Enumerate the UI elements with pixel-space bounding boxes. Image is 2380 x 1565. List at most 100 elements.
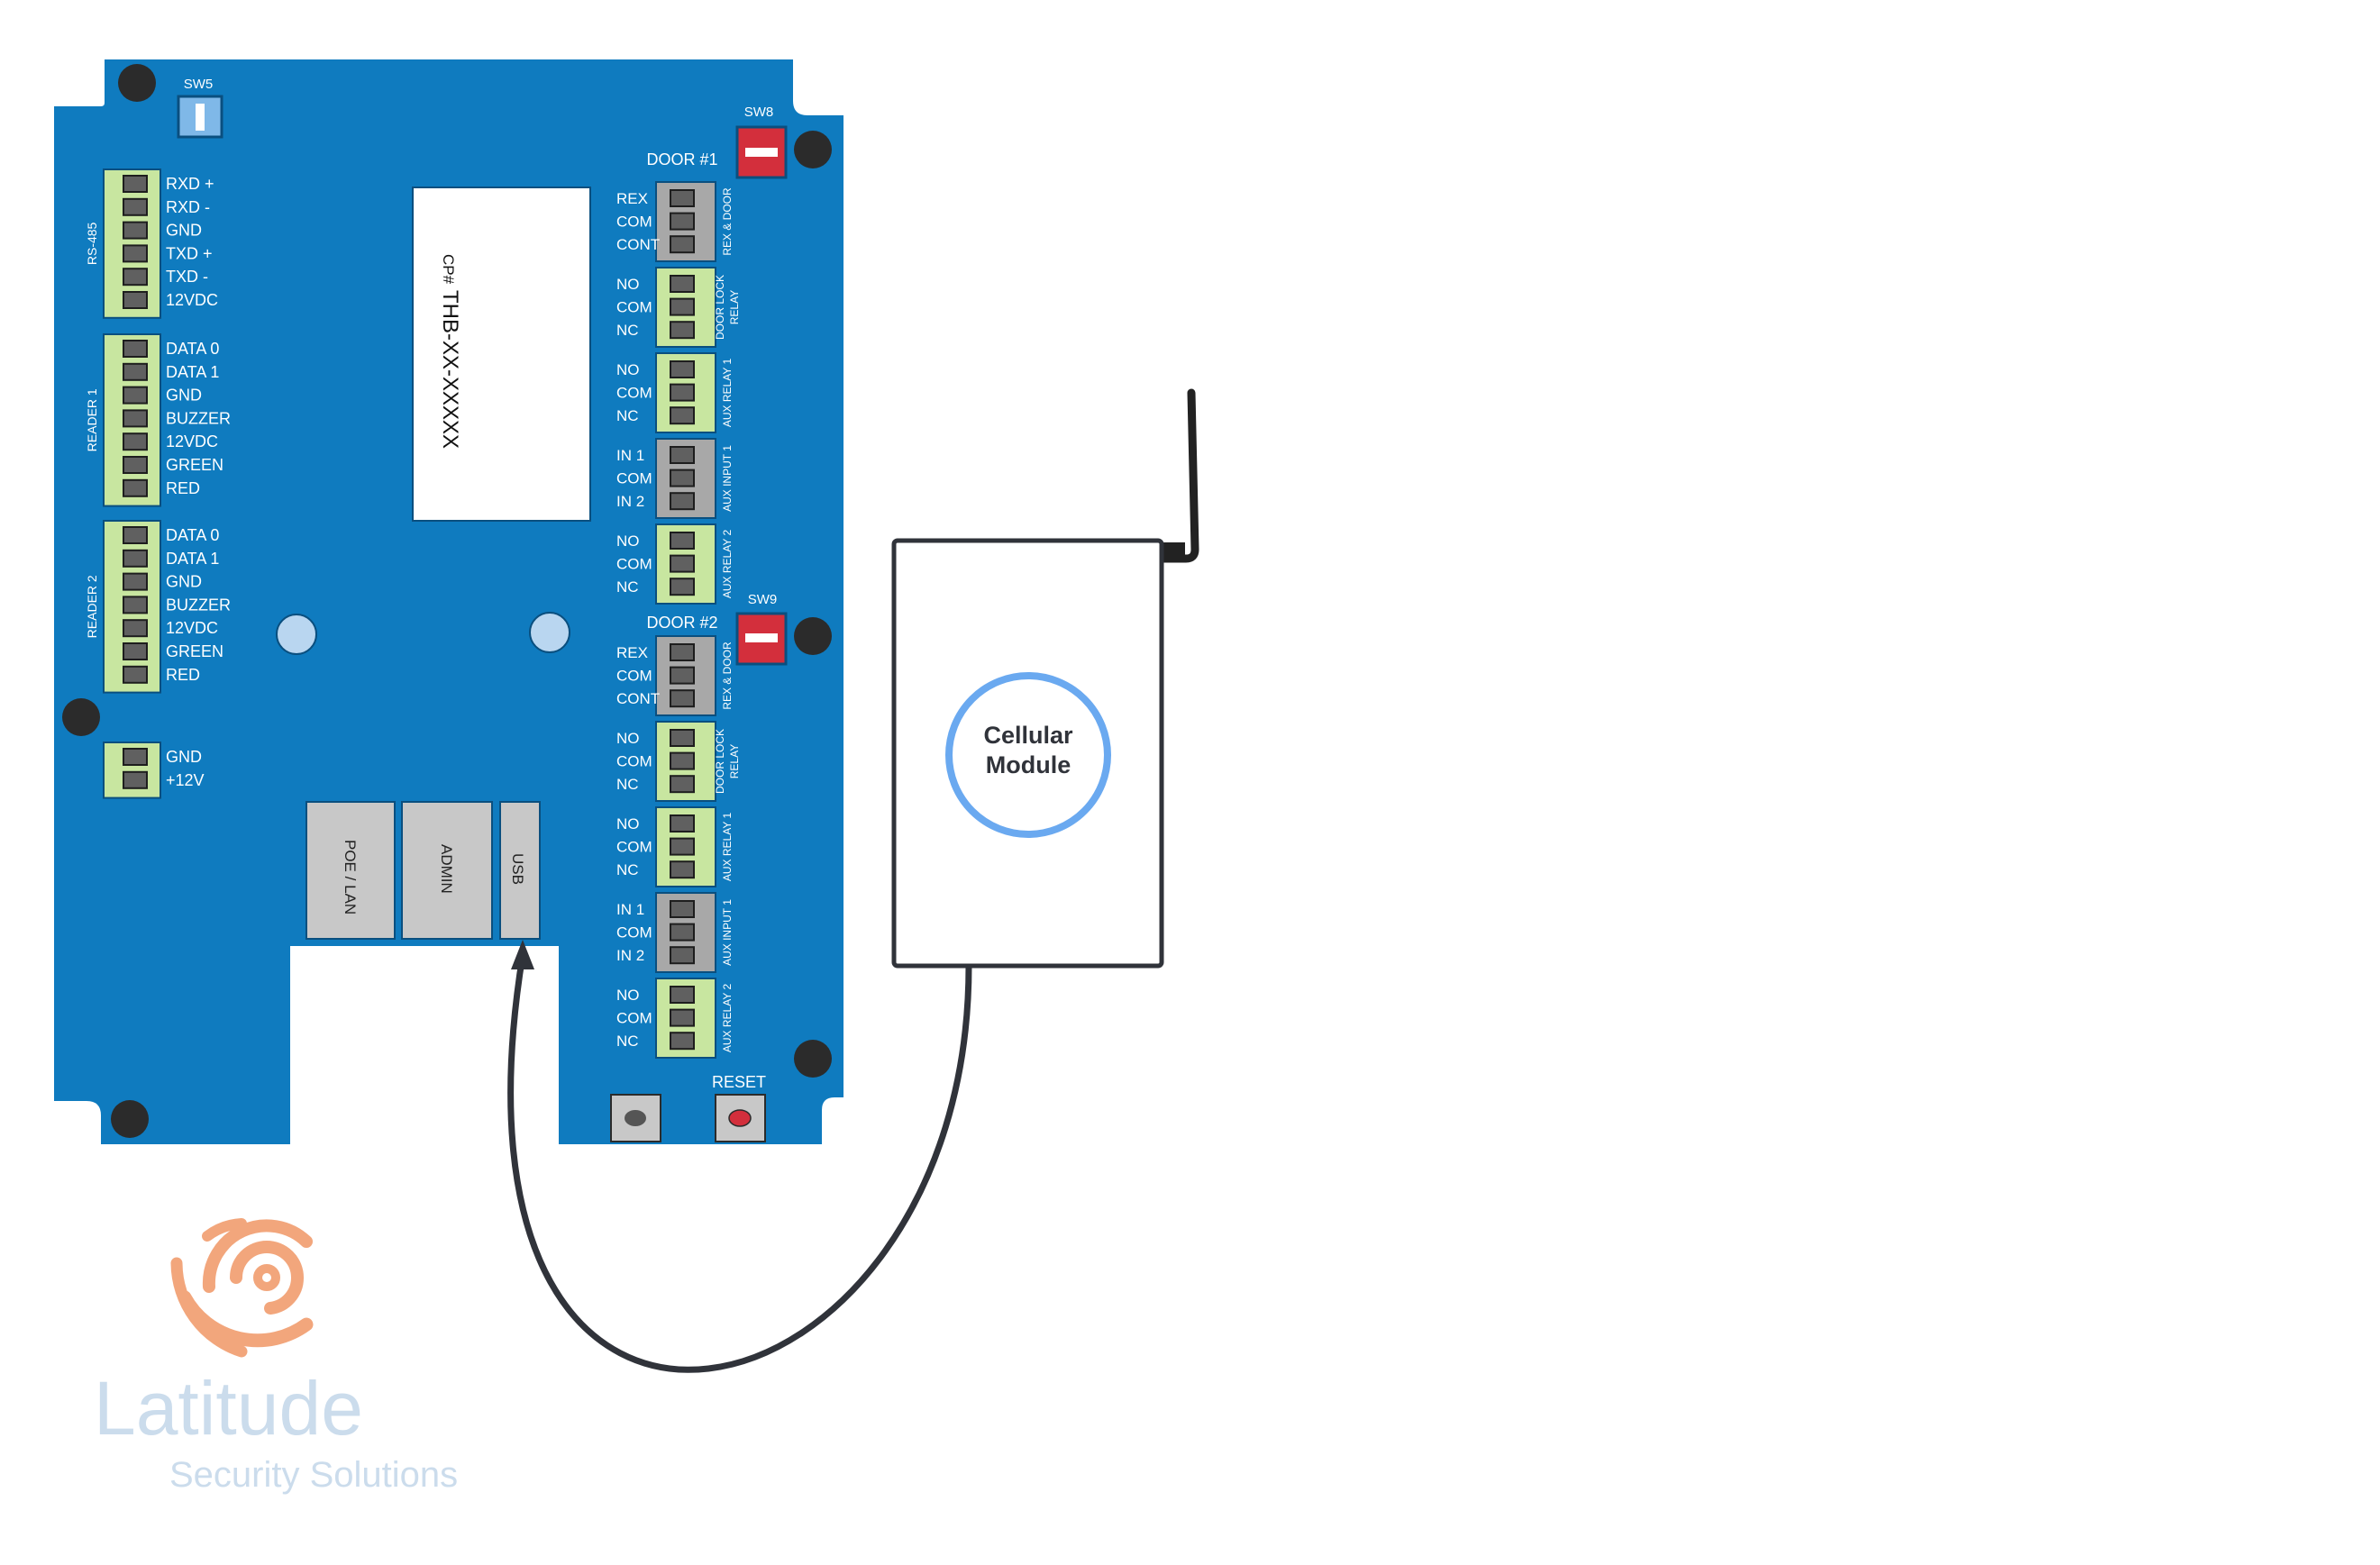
pin-label: IN 1 [616,901,644,918]
dip-switch-sw9[interactable] [735,612,788,666]
terminal-screw [123,221,148,240]
standoff [276,614,317,655]
block-side-label: AUX RELAY 2 [721,984,734,1053]
terminal-screw [123,362,148,381]
terminal-screw [670,446,695,464]
cellular-title-line2: Module [986,751,1071,778]
pin-label: NC [616,776,639,793]
connector-label: READER 2 [85,575,99,638]
pin-label: CONT [616,690,660,707]
pin-label: DATA 0 [166,340,219,358]
dip-switch-sw8[interactable] [735,125,788,179]
pin-label: TXD + [166,244,213,262]
terminal-screw [670,1008,695,1027]
antenna-connector [1163,542,1185,562]
block-side-label: AUX RELAY 2 [721,530,734,599]
pin-label: NC [616,407,639,424]
pin-label: COM [616,470,652,487]
pin-label: DATA 1 [166,363,219,381]
terminal-screw [123,596,148,614]
admin-label: ADMIN [438,844,455,894]
pin-label: NO [616,276,640,293]
logo-mark [170,1218,314,1358]
connector-label: READER 1 [85,388,99,451]
terminal-screw [123,456,148,474]
pin-label: NC [616,1033,639,1050]
pin-label: COM [616,668,652,685]
pin-label: NC [616,861,639,878]
usb-port[interactable]: USB [499,801,541,940]
block-side-label: RELAY [728,744,741,778]
pin-label: IN 2 [616,493,644,510]
terminal-screw [670,383,695,402]
terminal-screw [670,275,695,293]
pin-label: NC [616,322,639,339]
poe-lan-port[interactable]: POE / LAN [305,801,396,940]
terminal-screw [670,900,695,918]
pin-label: 12VDC [166,619,218,637]
pin-label: NO [616,730,640,747]
terminal-screw [670,578,695,596]
block-side-label: AUX RELAY 1 [721,813,734,882]
pin-label: COM [616,385,652,402]
mount-hole [794,131,832,168]
admin-port[interactable]: ADMIN [401,801,493,940]
usb-label: USB [509,853,526,885]
pin-label: NC [616,578,639,596]
sw5-label: SW5 [184,77,214,92]
pin-label: 12VDC [166,432,218,450]
pin-label: RXD + [166,175,214,193]
pin-label: NO [616,532,640,550]
controller-board [54,59,843,1144]
cp-label-sticker [412,187,591,522]
block-side-label: AUX RELAY 1 [721,359,734,428]
terminal-screw [670,189,695,207]
terminal-screw [670,469,695,487]
pin-label: GREEN [166,642,223,660]
cp-prefix: CP# [440,254,457,285]
pin-label: TXD - [166,268,208,286]
dip-switch-sw5[interactable] [177,95,223,139]
block-side-label: DOOR LOCK [714,729,726,794]
block-side-label: AUX INPUT 1 [721,445,734,512]
terminal-screw [670,360,695,378]
terminal-screw [123,526,148,544]
usb-cable [507,954,972,1373]
cellular-ring [945,672,1111,838]
connector-power[interactable]: GND+12V [103,742,205,799]
block-side-label: RELAY [728,290,741,324]
pin-label: NO [616,815,640,833]
reset-button[interactable] [715,1094,766,1142]
cp-number: THB-XX-XXXXX [438,290,462,449]
gray-push-button[interactable] [610,1094,661,1142]
pin-label: COM [616,214,652,231]
terminal-screw [670,837,695,856]
terminal-screw [670,321,695,340]
mount-hole [62,698,100,736]
pin-label: +12V [166,771,205,789]
terminal-screw [123,268,148,287]
pin-label: BUZZER [166,409,231,427]
poe-lan-label: POE / LAN [342,840,359,914]
terminal-screw [670,814,695,833]
pin-label: RED [166,479,200,497]
terminal-screw [670,775,695,794]
connector-label: RS-485 [85,222,99,265]
